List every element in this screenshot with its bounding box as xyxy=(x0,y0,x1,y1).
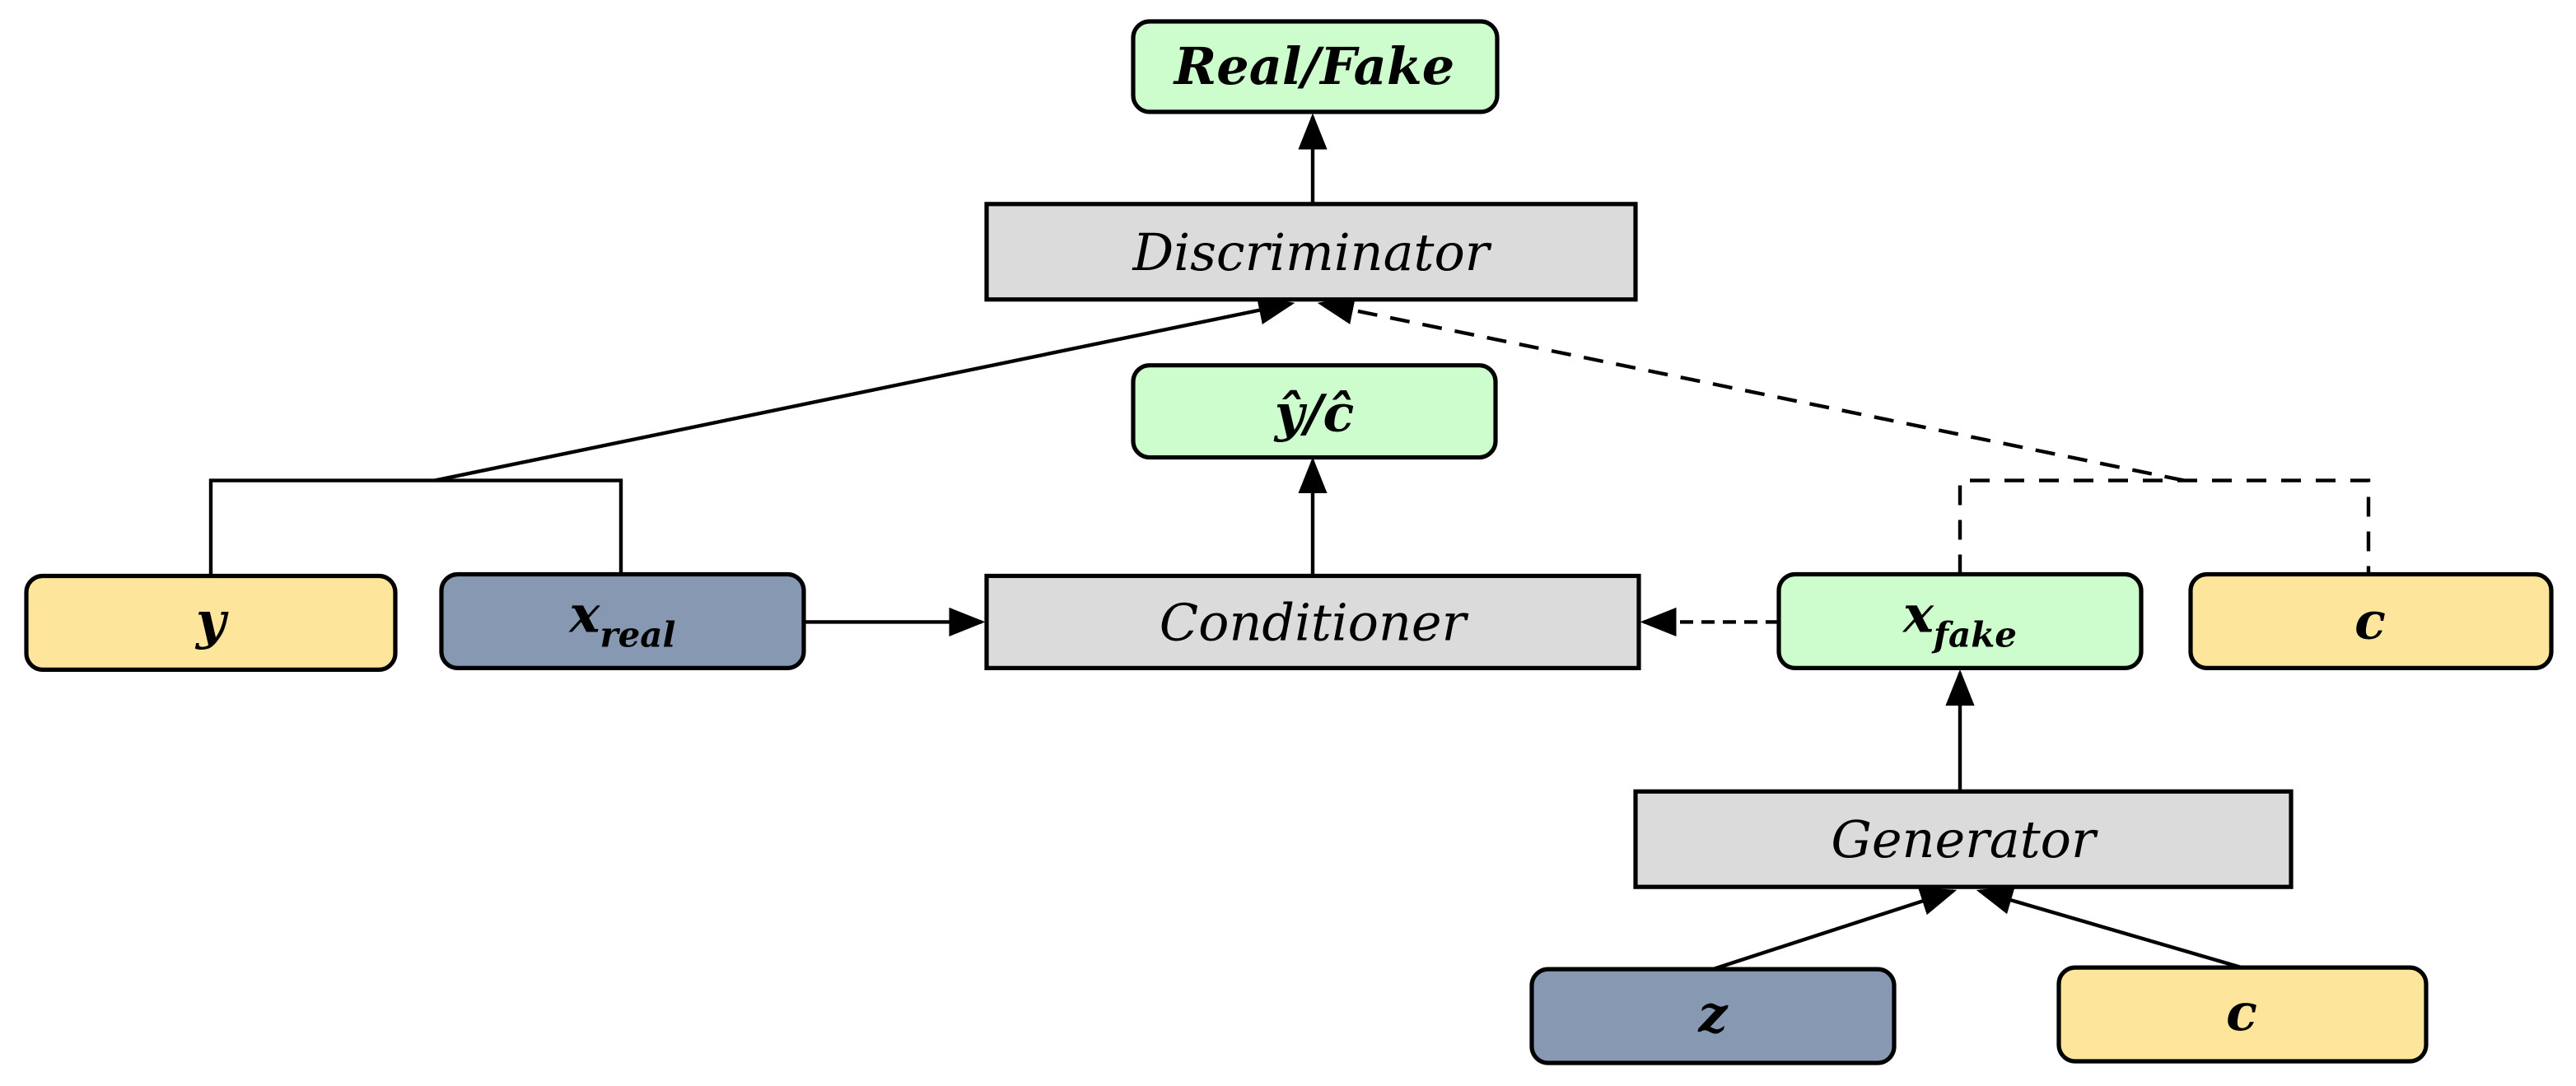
node-conditioner-box xyxy=(984,573,1641,670)
node-yhat-chat: ŷ/ĉ xyxy=(1131,363,1498,460)
node-y-input-box xyxy=(24,573,398,672)
node-real-fake-box xyxy=(1131,19,1500,114)
node-discriminator: Discriminator xyxy=(984,202,1638,302)
node-z-noise-label: z xyxy=(1697,984,1729,1044)
node-z-noise: z xyxy=(1529,967,1897,1065)
edge-z-to-generator xyxy=(1712,887,1958,972)
node-x-real: xreal xyxy=(439,571,806,670)
node-x-fake-label: xfake xyxy=(1902,584,2017,655)
x-real-base: x xyxy=(568,584,601,644)
node-real-fake-label: Real/Fake xyxy=(1173,36,1455,96)
node-discriminator-box xyxy=(984,202,1638,302)
node-y-input-label: y xyxy=(194,590,229,650)
edge-fake-branch-to-discriminator xyxy=(1317,296,2185,482)
node-yhat-chat-label: ŷ/ĉ xyxy=(1273,384,1354,444)
node-discriminator-label: Discriminator xyxy=(1132,222,1492,282)
node-c-bottom-box xyxy=(2056,965,2429,1064)
bracket-y-xreal xyxy=(208,478,623,576)
node-c-right-box xyxy=(2188,571,2554,670)
node-generator-label: Generator xyxy=(1831,809,2098,869)
bracket-xfake-c xyxy=(1958,478,2371,575)
x-fake-base: x xyxy=(1902,584,1934,644)
node-c-bottom: c xyxy=(2056,965,2429,1064)
x-real-subscript: real xyxy=(600,614,675,655)
x-fake-subscript: fake xyxy=(1931,614,2017,655)
node-real-fake: Real/Fake xyxy=(1131,19,1500,114)
node-conditioner: Conditioner xyxy=(984,573,1641,670)
node-yhat-chat-box xyxy=(1131,363,1498,460)
edge-real-branch-to-discriminator xyxy=(434,296,1295,482)
node-x-fake: xfake xyxy=(1776,571,2144,670)
node-x-real-box xyxy=(439,571,806,670)
node-c-right-label: c xyxy=(2354,590,2386,650)
node-x-fake-box xyxy=(1776,571,2144,670)
node-y-input: y xyxy=(24,573,398,672)
node-conditioner-label: Conditioner xyxy=(1160,592,1469,652)
node-z-noise-box xyxy=(1529,967,1897,1065)
node-c-right: c xyxy=(2188,571,2554,670)
node-x-real-label: xreal xyxy=(568,584,676,655)
node-generator-box xyxy=(1633,789,2294,889)
node-c-bottom-label: c xyxy=(2226,982,2257,1042)
node-generator: Generator xyxy=(1633,789,2294,889)
edge-c-to-generator xyxy=(1976,886,2242,970)
